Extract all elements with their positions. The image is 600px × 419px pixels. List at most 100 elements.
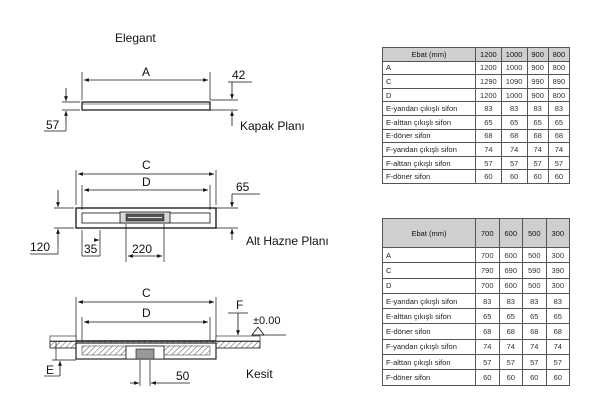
- table-cell: 68: [498, 323, 523, 340]
- table-cell: 300: [545, 277, 570, 294]
- dim-50-label: 50: [176, 369, 190, 383]
- table-header-cell: 1200: [475, 47, 502, 62]
- table-row-label: D: [382, 87, 476, 103]
- table-cell: 65: [475, 114, 502, 130]
- section-view: C D F ±0.00 E 50: [44, 286, 286, 386]
- table-cell: 300: [545, 246, 570, 264]
- dim-220-label: 220: [132, 242, 152, 256]
- table-cell: 1200: [475, 87, 502, 103]
- table-header-cell: Ebat (mm): [382, 47, 476, 62]
- dim-120-label: 120: [30, 240, 50, 254]
- table-cell: 60: [547, 169, 571, 184]
- table-cell: 83: [475, 101, 502, 116]
- table-row-label: E-yandan çıkışlı sifon: [382, 101, 476, 116]
- cover-plan: A 42 57 Kapak Planı: [44, 65, 305, 133]
- dim-d-label: D: [142, 175, 151, 189]
- table-cell: 83: [500, 101, 528, 116]
- table-row-label: D: [382, 277, 476, 294]
- table-cell: 68: [526, 128, 549, 144]
- dim-35-label: 35: [84, 242, 98, 256]
- table-row-label: F-döner sifon: [382, 169, 476, 184]
- table-row-label: A: [382, 246, 476, 264]
- table-header-cell: 900: [526, 47, 549, 62]
- table-cell: 1200: [475, 60, 502, 76]
- table-row-label: C: [382, 262, 476, 279]
- dim-level-label: ±0.00: [253, 315, 280, 327]
- table-header-cell: Ebat (mm): [382, 218, 476, 248]
- table-cell: 68: [522, 323, 547, 340]
- table-cell: 65: [522, 308, 547, 325]
- dim-f-label: F: [236, 298, 243, 312]
- table-cell: 74: [475, 142, 502, 157]
- bottom-plan-label: Alt Hazne Planı: [246, 234, 329, 248]
- table-cell: 690: [498, 262, 523, 279]
- table-cell: 68: [547, 128, 571, 144]
- table-header-cell: 700: [475, 218, 500, 248]
- section-dim-d-label: D: [142, 306, 151, 320]
- table-cell: 800: [547, 87, 571, 103]
- table-cell: 57: [547, 155, 571, 171]
- table-cell: 57: [475, 354, 500, 371]
- table-cell: 65: [475, 308, 500, 325]
- table-cell: 74: [522, 338, 547, 356]
- table-header-cell: 500: [522, 218, 547, 248]
- table-cell: 500: [522, 246, 547, 264]
- table-cell: 65: [526, 114, 549, 130]
- table-cell: 68: [475, 323, 500, 340]
- table-cell: 60: [475, 169, 502, 184]
- table-cell: 800: [547, 60, 571, 76]
- table-cell: 57: [545, 354, 570, 371]
- table-header-cell: 300: [545, 218, 570, 248]
- table-cell: 83: [547, 101, 571, 116]
- dim-a-label: A: [142, 65, 150, 79]
- table-cell: 68: [545, 323, 570, 340]
- table-cell: 65: [498, 308, 523, 325]
- table-header-row: Ebat (mm) 1200 1000 900 800: [382, 47, 571, 62]
- table-header-cell: 1000: [500, 47, 528, 62]
- table-cell: 900: [526, 60, 549, 76]
- section-label: Kesit: [246, 367, 273, 381]
- table-cell: 83: [522, 292, 547, 310]
- section-dim-c-label: C: [142, 286, 151, 300]
- table-cell: 57: [522, 354, 547, 371]
- dim-e-label: E: [46, 363, 54, 377]
- table-cell: 60: [475, 369, 500, 386]
- table-row-label: E-yandan çıkışlı sifon: [382, 292, 476, 310]
- table-cell: 57: [500, 155, 528, 171]
- technical-drawing: Elegant A 42 57 Kapak Planı: [30, 31, 329, 386]
- table-header-cell: 600: [498, 218, 523, 248]
- table-row-label: F-yandan çıkışlı sifon: [382, 142, 476, 157]
- bottom-plan: C D 65 120 35 220 Alt Hazne Planı: [30, 158, 329, 262]
- table-row-label: C: [382, 74, 476, 89]
- table-cell: 57: [498, 354, 523, 371]
- table-cell: 83: [498, 292, 523, 310]
- table-cell: 600: [498, 246, 523, 264]
- table-row-label: E-döner sifon: [382, 323, 476, 340]
- siphon-body: [135, 348, 155, 360]
- table-header-cell: 800: [547, 47, 571, 62]
- table-cell: 83: [526, 101, 549, 116]
- table-cell: 68: [475, 128, 502, 144]
- level-marker: [251, 326, 265, 336]
- table-cell: 1000: [500, 87, 528, 103]
- table-cell: 65: [547, 114, 571, 130]
- table-row-label: F-alttan çıkışlı sifon: [382, 155, 476, 171]
- table-cell: 890: [547, 74, 571, 89]
- table-cell: 57: [526, 155, 549, 171]
- cover-plan-label: Kapak Planı: [240, 119, 305, 133]
- table-cell: 590: [522, 262, 547, 279]
